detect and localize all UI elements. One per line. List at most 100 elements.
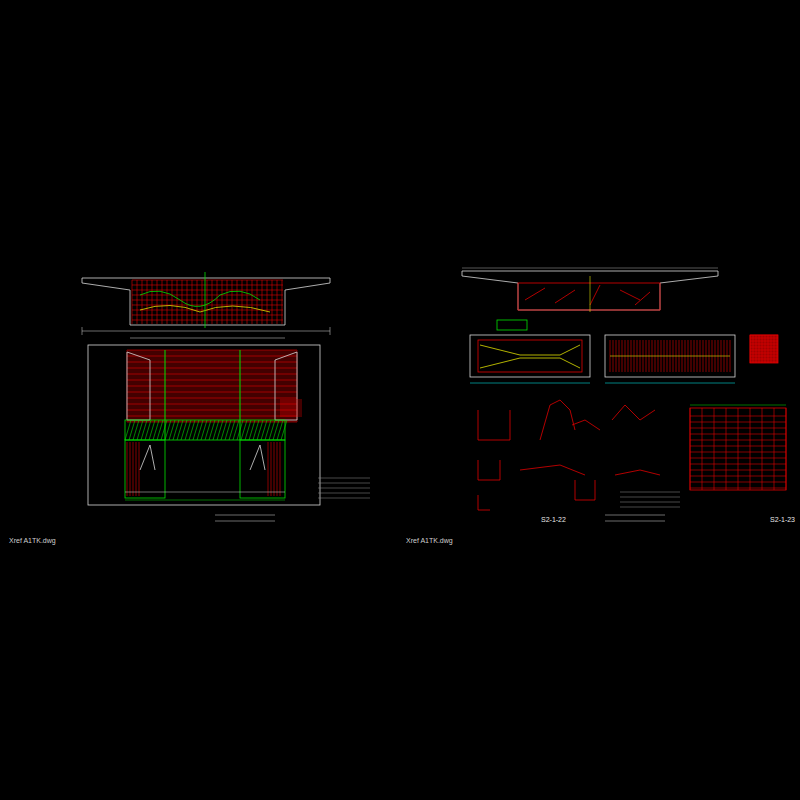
drawing-line: [133, 442, 134, 496]
rebar-shape: [140, 291, 260, 306]
drawing-line: [274, 442, 275, 496]
drawing-line: [132, 305, 283, 306]
sheet-number: S2-1-22: [540, 516, 567, 524]
xref-note: Xref A1TK.dwg: [8, 537, 57, 545]
drawing-line: [470, 383, 590, 384]
drawing-line: [762, 408, 763, 490]
drawing-line: [82, 331, 330, 332]
drawing-line: [132, 280, 283, 281]
drawing-line: [750, 344, 778, 345]
drawing-line: [222, 280, 223, 324]
drawing-line: [714, 408, 715, 490]
drawing-line: [82, 327, 83, 335]
drawing-line: [257, 280, 258, 324]
drawing-line: [280, 406, 302, 407]
drawing-line: [142, 280, 143, 324]
drawing-line: [702, 408, 703, 490]
drawing-line: [125, 500, 285, 501]
drawing-rect: [240, 440, 285, 498]
drawing-line: [690, 408, 691, 490]
drawing-line: [750, 335, 778, 336]
drawing-line: [237, 280, 238, 324]
drawing-line: [125, 492, 285, 493]
drawing-line: [280, 408, 302, 409]
rebar-shape: [478, 495, 490, 510]
rebar-shape: [572, 420, 600, 430]
drawing-line: [271, 442, 272, 496]
drawing-line: [750, 359, 778, 360]
drawing-line: [620, 492, 680, 493]
drawing-line: [132, 280, 133, 324]
drawing-line: [282, 280, 283, 324]
drawing-rect: [497, 320, 527, 330]
drawing-line: [330, 327, 331, 335]
drawing-line: [267, 280, 268, 324]
drawing-rect: [478, 340, 582, 372]
drawing-rect: [125, 420, 285, 440]
drawing-line: [690, 405, 786, 406]
rebar-shape: [525, 285, 650, 305]
drawing-rect: [470, 335, 590, 377]
drawing-line: [774, 408, 775, 490]
drawing-line: [247, 280, 248, 324]
xref-note: Xref A1TK.dwg: [405, 537, 454, 545]
drawing-line: [750, 341, 778, 342]
drawing-line: [280, 416, 302, 417]
drawing-rect: [125, 440, 165, 498]
drawing-line: [786, 408, 787, 490]
drawing-line: [280, 410, 302, 411]
drawing-line: [610, 356, 730, 357]
drawing-line: [127, 442, 128, 496]
drawing-line: [280, 400, 302, 401]
rebar-shape: [615, 470, 660, 475]
drawing-line: [132, 290, 283, 291]
drawing-rect: [750, 335, 778, 363]
drawing-line: [132, 320, 283, 321]
drawing-rect: [518, 283, 660, 310]
drawing-line: [207, 280, 208, 324]
drawing-line: [268, 442, 269, 496]
drawing-line: [750, 408, 751, 490]
rebar-shape: [520, 465, 585, 475]
rebar-shape: [575, 480, 595, 500]
drawing-line: [202, 280, 203, 324]
drawing-line: [272, 280, 273, 324]
drawing-line: [192, 280, 193, 324]
drawing-line: [605, 521, 665, 522]
rebar-shape: [140, 445, 155, 470]
drawing-line: [240, 350, 241, 440]
rebar-shape: [540, 400, 575, 440]
drawing-line: [280, 402, 302, 403]
drawing-line: [750, 353, 778, 354]
drawing-outline: [82, 278, 330, 325]
drawing-line: [750, 347, 778, 348]
drawing-rect: [690, 408, 786, 490]
drawing-line: [280, 412, 302, 413]
sheet-number: S2-1-23: [769, 516, 796, 524]
rebar-shape: [612, 405, 655, 420]
drawing-line: [152, 280, 153, 324]
drawing-line: [172, 280, 173, 324]
drawing-line: [127, 356, 297, 357]
drawing-line: [132, 315, 283, 316]
drawing-line: [318, 498, 370, 499]
drawing-line: [215, 515, 275, 516]
drawing-line: [605, 383, 735, 384]
drawing-line: [750, 350, 778, 351]
drawing-line: [318, 478, 370, 479]
drawing-line: [127, 386, 297, 387]
drawing-rect: [605, 335, 735, 377]
drawing-line: [127, 368, 297, 369]
drawing-line: [127, 350, 297, 351]
drawing-line: [127, 374, 297, 375]
drawing-line: [137, 280, 138, 324]
drawing-line: [127, 392, 297, 393]
rebar-shape: [478, 460, 500, 480]
drawing-line: [132, 295, 283, 296]
drawing-line: [139, 442, 140, 496]
drawing-line: [127, 362, 297, 363]
drawing-line: [318, 488, 370, 489]
drawing-line: [232, 280, 233, 324]
